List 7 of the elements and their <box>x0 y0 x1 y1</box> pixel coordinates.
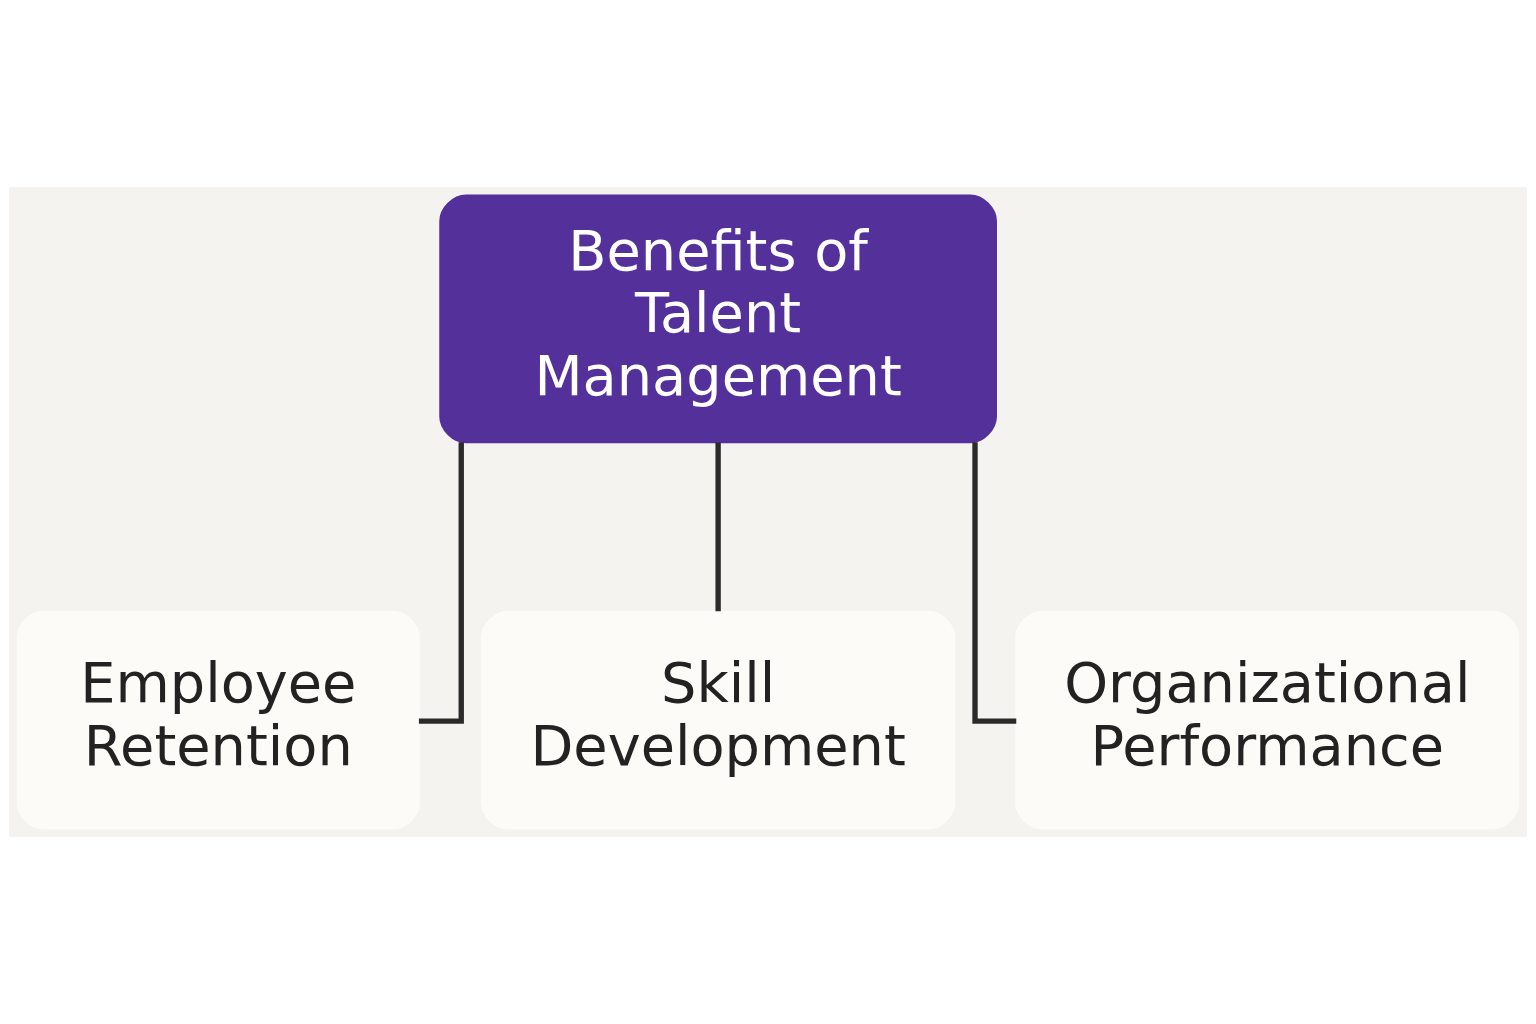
connector <box>418 442 464 724</box>
node-box: Skill Development <box>481 610 956 830</box>
node-box: Organizational Performance <box>1015 610 1520 830</box>
node-box: Benefits of Talent Management <box>439 194 997 444</box>
node-box: Employee Retention <box>16 610 420 830</box>
connector <box>715 442 721 612</box>
connector <box>972 442 1017 724</box>
